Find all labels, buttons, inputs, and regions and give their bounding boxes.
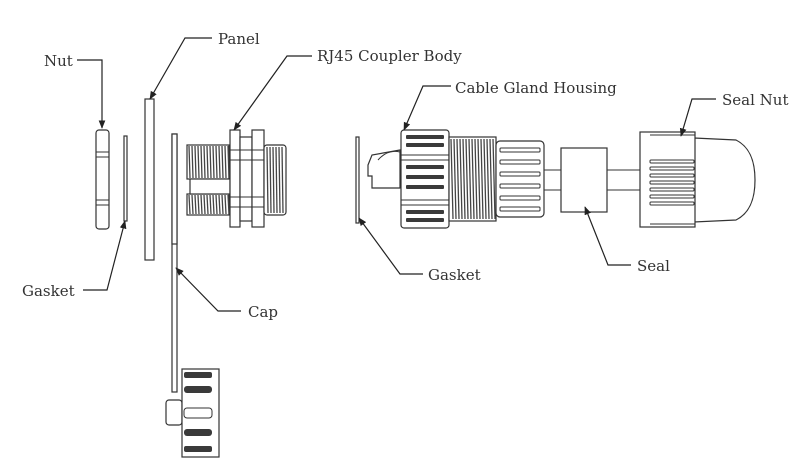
label-rj45-coupler-body: RJ45 Coupler Body [317,47,462,65]
thread-line [197,194,200,215]
leader-lines [77,37,716,312]
slot-mark [499,147,541,153]
panel-part [144,98,155,261]
thread-line [266,146,269,214]
thread-line [200,194,203,215]
thread-line [188,145,191,179]
slot-mark [499,183,541,189]
gasket-right-part [355,136,360,224]
thread-line [209,194,212,215]
thread-line [221,145,224,179]
thread-line [200,145,203,179]
slot-mark [649,159,695,164]
label-seal: Seal [637,257,670,275]
thread-line [483,138,487,220]
slot-mark [649,180,695,185]
label-gasket-left: Gasket [22,282,75,300]
slot-mark [649,194,695,199]
cable-gland-housing-part [367,129,545,229]
thread-line [203,145,206,179]
thread-line [492,138,496,220]
slot-mark [406,175,444,179]
thread-line [489,138,493,220]
thread-line [269,146,272,214]
slot-mark [406,165,444,169]
thread-line [224,194,227,215]
thread-line [194,145,197,179]
thread-line [477,138,481,220]
label-nut: Nut [44,52,73,70]
slot-mark [649,201,695,206]
slot-mark [499,159,541,165]
thread-line [212,194,215,215]
thread-line [272,146,275,214]
thread-line [465,138,469,220]
slot-mark [406,143,444,147]
thread-line [281,146,284,214]
slot-mark [499,206,541,212]
cap-flange [171,133,178,245]
rj45-coupler-body-part [186,129,287,228]
thread-line [468,138,472,220]
slot-mark [499,171,541,177]
seal-part [560,147,608,213]
thread-line [221,194,224,215]
thread-line [486,138,490,220]
thread-line [459,138,463,220]
thread-line [227,145,230,179]
thread-line [471,138,475,220]
thread-line [188,194,191,215]
slot-mark [499,195,541,201]
thread-line [278,146,281,214]
thread-line [456,138,460,220]
label-panel: Panel [218,30,260,48]
label-cap: Cap [248,303,278,321]
thread-line [197,145,200,179]
thread-line [218,145,221,179]
label-cable-gland-housing: Cable Gland Housing [455,79,617,97]
nut-part [95,129,110,230]
thread-line [275,146,278,214]
thread-line [206,194,209,215]
seal-nut-part [639,131,756,228]
thread-line [474,138,478,220]
thread-line [215,194,218,215]
thread-line [453,138,457,220]
slot-mark [406,185,444,189]
slot-mark [649,187,695,192]
slot-mark [406,218,444,222]
thread-line [218,194,221,215]
gasket-left-part [123,135,128,222]
slot-mark [649,166,695,171]
thread-line [191,194,194,215]
thread-line [212,145,215,179]
thread-line [450,138,454,220]
slot-mark [406,135,444,139]
thread-line [209,145,212,179]
thread-line [206,145,209,179]
thread-line [480,138,484,220]
thread-line [224,145,227,179]
thread-line [191,145,194,179]
label-seal-nut: Seal Nut [722,91,788,109]
slot-mark [649,173,695,178]
label-gasket-right: Gasket [428,266,481,284]
slot-mark [406,210,444,214]
thread-line [215,145,218,179]
thread-line [203,194,206,215]
thread-line [194,194,197,215]
thread-line [462,138,466,220]
thread-line [227,194,230,215]
